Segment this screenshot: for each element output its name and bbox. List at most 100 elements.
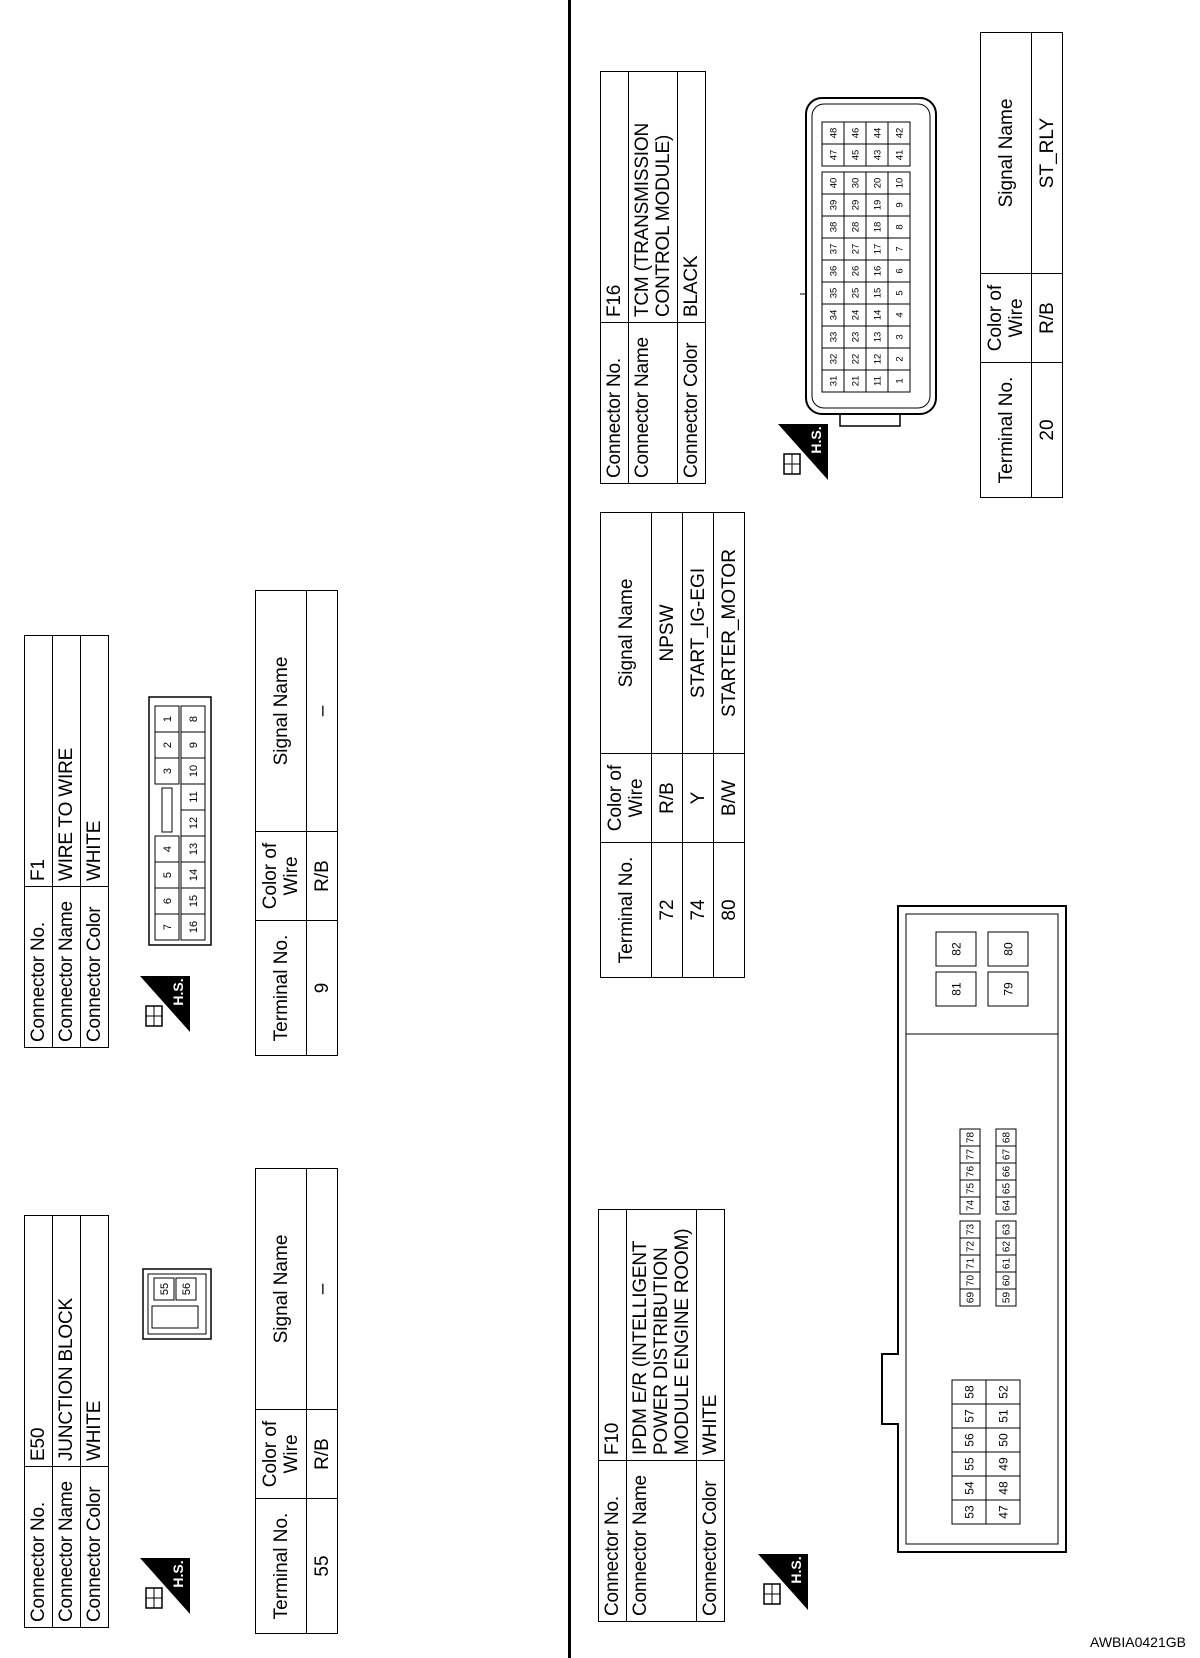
connector-e50-info: Connector No. E50 Connector Name JUNCTIO… <box>24 1215 109 1628</box>
cell-wire: R/B <box>1031 273 1063 363</box>
col-signal-name: Signal Name <box>600 512 652 754</box>
table-row: 72 R/B NPSW <box>651 512 683 978</box>
label-connector-no: Connector No. <box>24 1466 53 1628</box>
pin-16: 16 <box>872 266 883 277</box>
pin-30: 30 <box>850 178 861 189</box>
pin-31: 31 <box>828 376 839 387</box>
connector-f1-info: Connector No. F1 Connector Name WIRE TO … <box>24 635 109 1048</box>
col-terminal-no: Terminal No. <box>980 362 1032 498</box>
svg-text:H.S.: H.S. <box>170 1560 186 1587</box>
pin-24: 24 <box>850 310 861 321</box>
cell-signal: – <box>306 590 338 832</box>
pin-43: 43 <box>872 150 883 161</box>
cell-terminal: 72 <box>651 842 683 978</box>
e50-signal-table: Terminal No. Color of Wire Signal Name 5… <box>255 1168 338 1634</box>
f10-connector-color: WHITE <box>696 1209 725 1461</box>
pin-82: 82 <box>949 942 963 956</box>
pin-63: 63 <box>1002 1224 1013 1236</box>
f10-connector-face: 5354555657584748495051526970717273747576… <box>881 905 1067 1553</box>
pin-79: 79 <box>1001 982 1015 996</box>
f16-connector-no: F16 <box>600 71 629 323</box>
pin-2: 2 <box>894 356 905 361</box>
pin-13: 13 <box>872 332 883 343</box>
pin-22: 22 <box>850 354 861 365</box>
cell-wire: Y <box>682 753 714 843</box>
pin-81: 81 <box>949 982 963 996</box>
pin-32: 32 <box>828 354 839 365</box>
pin-64: 64 <box>1002 1200 1013 1212</box>
cell-signal: ST_RLY <box>1031 32 1063 274</box>
col-color-of-wire: Color of Wire <box>255 1409 307 1499</box>
f10-connector-name: IPDM E/R (INTELLIGENT POWER DISTRIBUTION… <box>626 1209 697 1461</box>
label-connector-no: Connector No. <box>598 1460 627 1622</box>
pin-55: 55 <box>159 1283 171 1295</box>
pin-29: 29 <box>850 200 861 211</box>
e50-connector-face: 55 56 <box>142 1268 212 1340</box>
cell-terminal: 20 <box>1031 362 1063 498</box>
pin-20: 20 <box>872 178 883 189</box>
cell-signal: START_IG-EGI <box>682 512 714 754</box>
pin-77: 77 <box>966 1149 977 1161</box>
pin-72: 72 <box>966 1241 977 1253</box>
pin-51: 51 <box>996 1409 1010 1423</box>
pin-48: 48 <box>996 1481 1010 1495</box>
pin-21: 21 <box>850 376 861 387</box>
hs-badge-icon: H.S. <box>778 424 828 480</box>
pin-14: 14 <box>872 310 883 321</box>
cell-signal: NPSW <box>651 512 683 754</box>
figure-code: AWBIA0421GB <box>1090 1634 1186 1650</box>
svg-text:H.S.: H.S. <box>788 1556 804 1583</box>
pin-7: 7 <box>894 246 905 251</box>
f1-signal-table: Terminal No. Color of Wire Signal Name 9… <box>255 590 338 1056</box>
cell-wire: B/W <box>713 753 745 843</box>
pin-36: 36 <box>828 266 839 277</box>
f16-signal-table: Terminal No. Color of Wire Signal Name 2… <box>980 32 1063 498</box>
pin-57: 57 <box>962 1409 976 1423</box>
pin-12: 12 <box>872 354 883 365</box>
label-connector-name: Connector Name <box>626 1460 697 1622</box>
pin-46: 46 <box>850 128 861 139</box>
pin-44: 44 <box>872 128 883 139</box>
pin-33: 33 <box>828 332 839 343</box>
pin-68: 68 <box>1002 1132 1013 1144</box>
e50-connector-no: E50 <box>24 1215 53 1467</box>
pin-41: 41 <box>894 150 905 161</box>
pin-54: 54 <box>962 1481 976 1495</box>
col-terminal-no: Terminal No. <box>255 920 307 1056</box>
pin-76: 76 <box>966 1166 977 1178</box>
pin-4: 4 <box>162 846 174 852</box>
pin-16: 16 <box>188 921 200 933</box>
svg-text:H.S.: H.S. <box>808 426 824 453</box>
label-connector-color: Connector Color <box>696 1460 725 1622</box>
label-connector-color: Connector Color <box>80 886 109 1048</box>
cell-wire: R/B <box>651 753 683 843</box>
pin-4: 4 <box>894 312 905 317</box>
table-row: 55 R/B – <box>306 1168 338 1634</box>
pin-1: 1 <box>894 378 905 383</box>
f10-signal-table: Terminal No. Color of Wire Signal Name 7… <box>600 512 745 978</box>
cell-terminal: 9 <box>306 920 338 1056</box>
pin-1: 1 <box>162 716 174 722</box>
f10-connector-no: F10 <box>598 1209 627 1461</box>
hs-badge-icon: H.S. <box>140 1558 190 1614</box>
col-color-of-wire: Color of Wire <box>980 273 1032 363</box>
pin-13: 13 <box>188 843 200 855</box>
table-row: 74 Y START_IG-EGI <box>682 512 714 978</box>
label-connector-name: Connector Name <box>52 1466 81 1628</box>
pin-25: 25 <box>850 288 861 299</box>
label-connector-color: Connector Color <box>80 1466 109 1628</box>
pin-65: 65 <box>1002 1183 1013 1195</box>
cell-signal: – <box>306 1168 338 1410</box>
pin-42: 42 <box>894 128 905 139</box>
pin-18: 18 <box>872 222 883 233</box>
col-color-of-wire: Color of Wire <box>600 753 652 843</box>
pin-14: 14 <box>188 869 200 881</box>
pin-61: 61 <box>1002 1258 1013 1270</box>
pin-9: 9 <box>188 742 200 748</box>
pin-9: 9 <box>894 202 905 207</box>
pin-6: 6 <box>162 898 174 904</box>
pin-47: 47 <box>996 1505 1010 1519</box>
label-connector-name: Connector Name <box>52 886 81 1048</box>
